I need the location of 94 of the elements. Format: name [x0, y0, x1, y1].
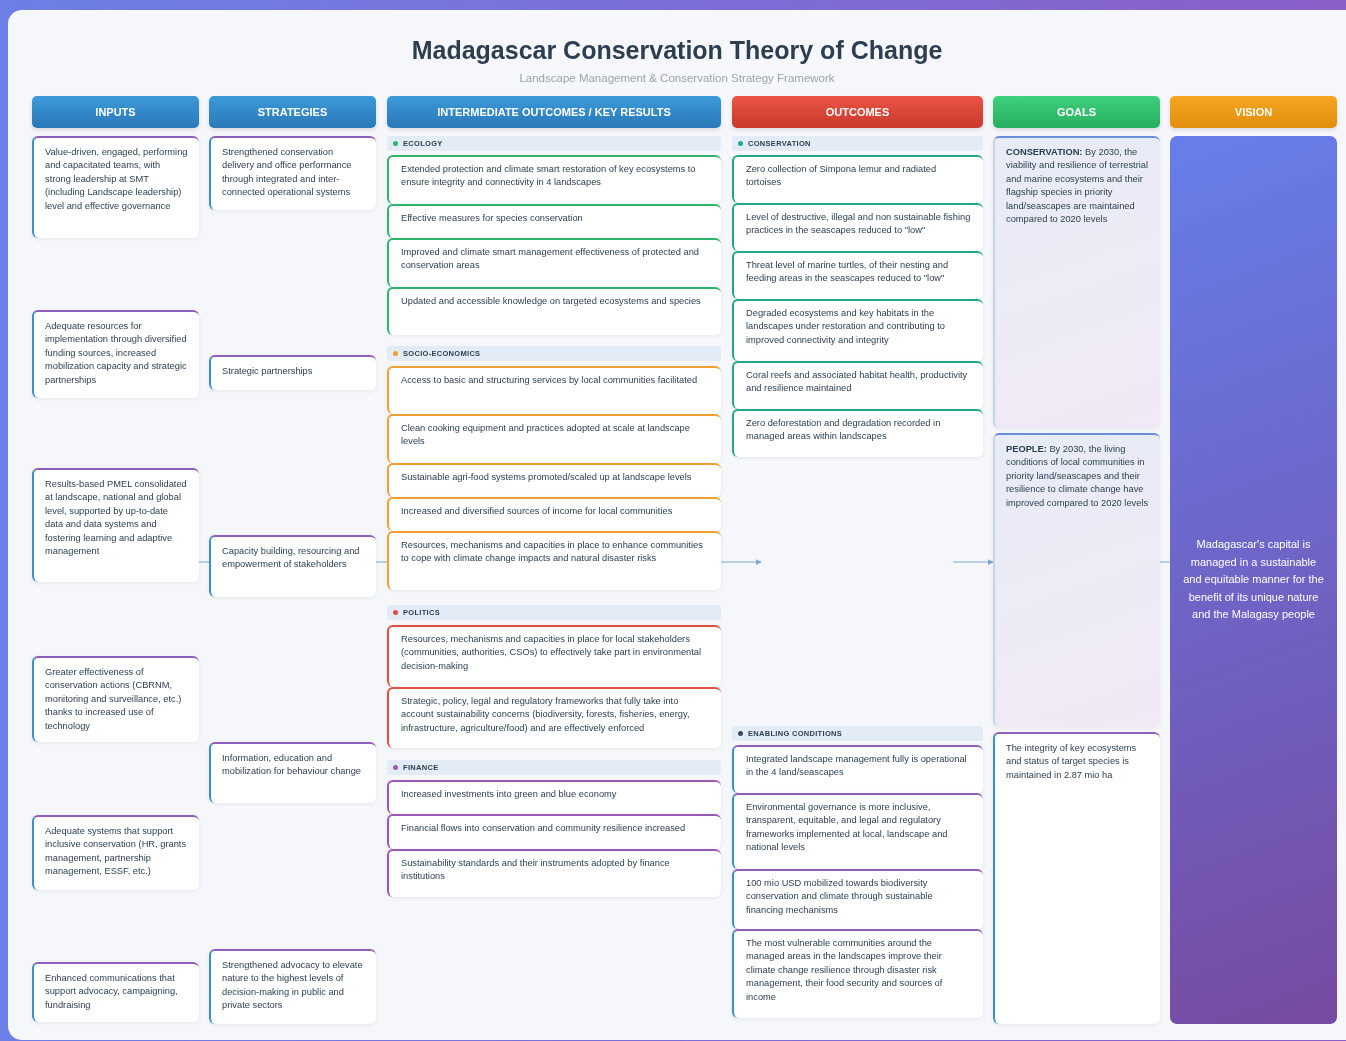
result-card	[32, 468, 199, 582]
card-text: Environmental governance is more inclusive, transparent, equitable, and legal and regulatory frameworks implemented at local, landscape and national levels	[746, 802, 948, 853]
card-text: Clean cooking equipment and practices adopted at scale at landscape levels	[401, 423, 690, 447]
card-text: Adequate systems that support inclusive conservation (HR, grants management, partnership management, ESSF, etc.)	[45, 826, 187, 877]
result-card	[387, 814, 721, 849]
result-card	[387, 531, 721, 590]
result-card	[732, 929, 983, 1018]
result-card	[209, 742, 376, 803]
category-band	[732, 136, 983, 151]
card-text: The integrity of key ecosystems and status of target species is maintained in 2.87 mio ha	[1006, 743, 1137, 780]
card-text: Level of destructive, illegal and non sustainable fishing practices in the seascapes reduced to "low"	[746, 212, 971, 236]
vision-panel	[1170, 136, 1337, 1024]
result-card	[387, 780, 721, 814]
card-text: Threat level of marine turtles, of their nesting and feeding areas in the seascapes reduced to "low"	[746, 260, 949, 284]
card-text: The most vulnerable communities around the managed areas in the landscapes improve their climate change resilience through disaster risk management, their food security and sources of income	[746, 938, 943, 1002]
goal-card	[993, 136, 1160, 428]
card-text: Improved and climate smart management effectiveness of protected and conservation areas	[401, 247, 699, 271]
result-card	[732, 869, 983, 929]
card-text: Effective measures for species conservation	[401, 213, 583, 223]
column-header: STRATEGIES	[209, 96, 376, 128]
result-card	[732, 299, 983, 361]
category-band	[387, 136, 721, 151]
result-card	[732, 155, 983, 203]
result-card	[209, 355, 376, 390]
card-text: Coral reefs and associated habitat health, productivity and resilience maintained	[746, 370, 968, 394]
card-text: Strategic partnerships	[222, 366, 313, 376]
card-text: Zero collection of Simpona lemur and radiated tortoises	[746, 164, 937, 188]
result-card	[732, 251, 983, 299]
card-text: Updated and accessible knowledge on targeted ecosystems and species	[401, 296, 701, 306]
card-text: Access to basic and structuring services by local communities facilitated	[401, 375, 698, 385]
result-card	[732, 745, 983, 793]
category-band	[732, 726, 983, 741]
result-card	[387, 414, 721, 463]
card-text: Strengthened conservation delivery and office performance through integrated and inter-connected operational systems	[222, 147, 352, 198]
card-text: CONSERVATION: By 2030, the viability and resilience of terrestrial and marine ecosystems and their flagship species in priority land/seascapes are maintained compared to 2020 levels	[1006, 147, 1149, 225]
result-card	[732, 361, 983, 409]
result-card	[32, 136, 199, 238]
card-text: Results-based PMEL consolidated at landscape, national and global level, supported by up-to-date data and data systems and fostering learning and adaptive management	[45, 479, 187, 557]
card-text: Zero deforestation and degradation recorded in managed areas within landscapes	[746, 418, 941, 442]
card-text: Increased investments into green and blue economy	[401, 789, 617, 799]
column-header: INPUTS	[32, 96, 199, 128]
card-text: Resources, mechanisms and capacities in place to enhance communities to cope with climate change impacts and natural disaster risks	[401, 540, 703, 564]
result-card	[387, 687, 721, 748]
card-text: Greater effectiveness of conservation actions (CBRNM, monitoring and surveillance, etc.) thanks to increased use of technology	[45, 667, 182, 731]
result-card	[209, 535, 376, 597]
category-band	[387, 760, 721, 775]
card-text: Enhanced communications that support advocacy, campaigning, fundraising	[45, 973, 178, 1010]
result-card	[32, 962, 199, 1022]
card-text: Financial flows into conservation and community resilience increased	[401, 823, 686, 833]
result-card	[993, 732, 1160, 1024]
subtitle: Landscape Management & Conservation Strategy Framework	[519, 72, 835, 84]
goal-card	[993, 433, 1160, 727]
category-band	[387, 605, 721, 620]
card-text: Extended protection and climate smart restoration of key ecosystems to ensure integrity and connectivity in 4 landscapes	[401, 164, 696, 188]
card-text: Strengthened advocacy to elevate nature to the highest levels of decision-making in public and private sectors	[222, 960, 363, 1011]
card-text: PEOPLE: By 2030, the living conditions of local communities in priority land/seascapes and their resilience to climate change have improved compared to 2020 levels	[1006, 444, 1149, 508]
result-card	[387, 625, 721, 687]
card-text: Information, education and mobilization for behaviour change	[222, 753, 362, 777]
result-card	[732, 409, 983, 457]
category-band	[387, 346, 721, 361]
result-card	[732, 793, 983, 869]
result-card	[732, 203, 983, 251]
card-text: Value-driven, engaged, performing and capacitated teams, with strong leadership at SMT (including Landscape leadership) level and effective governance	[45, 147, 188, 211]
column-header: GOALS	[993, 96, 1160, 128]
column-header: INTERMEDIATE OUTCOMES / KEY RESULTS	[387, 96, 721, 128]
column-header: OUTCOMES	[732, 96, 983, 128]
result-card	[387, 204, 721, 238]
card-text: Strategic, policy, legal and regulatory frameworks that fully take into account sustainability concerns (biodiversity, forests, fisheries, energy, infrastructure, agriculture/food) and are effectively enforced	[401, 696, 690, 733]
result-card	[387, 463, 721, 497]
result-card	[387, 497, 721, 531]
result-card	[209, 949, 376, 1024]
result-card	[32, 656, 199, 742]
card-text: 100 mio USD mobilized towards biodiversity conservation and climate through sustainable financing mechanisms	[746, 878, 933, 915]
card-text: Resources, mechanisms and capacities in place for local stakeholders (communities, authorities, CSOs) to effectively take part in environmental decision-making	[401, 634, 702, 671]
result-card	[387, 238, 721, 287]
result-card	[32, 310, 199, 398]
result-card	[387, 287, 721, 335]
connector-arrow	[720, 559, 762, 565]
result-card	[209, 136, 376, 210]
card-text: Degraded ecosystems and key habitats in the landscapes under restoration and contributing to improved connectivity and integrity	[746, 308, 945, 345]
card-text: Capacity building, resourcing and empowerment of stakeholders	[222, 546, 360, 570]
result-card	[387, 366, 721, 414]
diagram-title: Madagascar Conservation Theory of Change	[411, 36, 943, 65]
card-text: Sustainability standards and their instruments adopted by finance institutions	[401, 858, 670, 882]
result-card	[32, 815, 199, 890]
result-card	[387, 849, 721, 897]
card-text: Increased and diversified sources of income for local communities	[401, 506, 673, 516]
card-text: Integrated landscape management fully is operational in the 4 land/seascapes	[746, 754, 967, 778]
connector-arrow	[952, 559, 994, 565]
result-card	[387, 155, 721, 204]
card-text: Sustainable agri-food systems promoted/scaled up at landscape levels	[401, 472, 692, 482]
column-header: VISION	[1170, 96, 1337, 128]
card-text: Adequate resources for implementation through diversified funding sources, increased mobilization capacity and strategic partnerships	[45, 321, 187, 385]
vision-text: Madagascar's capital is managed in a sustainable and equitable manner for the benefit of its unique nature and the Malagasy people	[1182, 537, 1325, 623]
